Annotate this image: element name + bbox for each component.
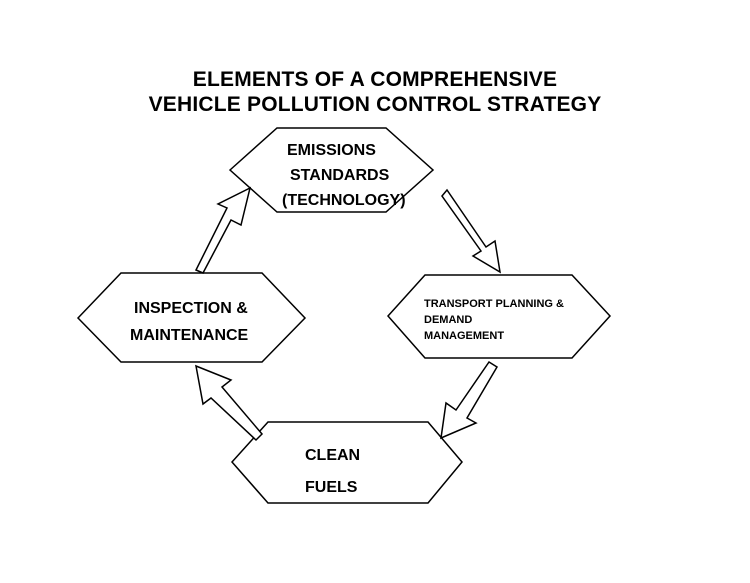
clean-fuels-hexagon bbox=[230, 421, 463, 504]
transport-planning-label: TRANSPORT PLANNING & DEMAND MANAGEMENT bbox=[424, 296, 604, 344]
transport-line3: MANAGEMENT bbox=[424, 330, 505, 342]
emissions-line3: (TECHNOLOGY) bbox=[282, 192, 406, 209]
inspection-line2: MAINTENANCE bbox=[130, 327, 249, 344]
clean-fuels-label: CLEAN FUELS bbox=[305, 440, 375, 504]
emissions-line1: EMISSIONS bbox=[287, 142, 376, 159]
transport-planning-hexagon bbox=[386, 274, 612, 359]
transport-line2: DEMAND bbox=[424, 314, 473, 326]
fuels-line2: FUELS bbox=[305, 479, 358, 496]
diagram-title-line1: ELEMENTS OF A COMPREHENSIVE bbox=[192, 68, 558, 91]
emissions-line2: STANDARDS bbox=[290, 167, 390, 184]
diagram-title-line2: VEHICLE POLLUTION CONTROL STRATEGY bbox=[148, 93, 602, 116]
inspection-maintenance-label: INSPECTION & MAINTENANCE bbox=[130, 295, 280, 349]
arrow-emissions-to-transport bbox=[441, 188, 501, 274]
inspection-maintenance-hexagon bbox=[76, 272, 307, 363]
arrow-fuels-to-inspection bbox=[195, 364, 264, 442]
fuels-line1: CLEAN bbox=[305, 447, 361, 464]
transport-line1: TRANSPORT PLANNING & bbox=[424, 298, 564, 310]
emissions-standards-hexagon bbox=[228, 127, 435, 213]
arrow-inspection-to-emissions bbox=[194, 186, 252, 274]
inspection-line1: INSPECTION & bbox=[134, 300, 248, 317]
arrow-transport-to-fuels bbox=[440, 360, 499, 440]
emissions-standards-label: EMISSIONS STANDARDS (TECHNOLOGY) bbox=[265, 138, 435, 213]
